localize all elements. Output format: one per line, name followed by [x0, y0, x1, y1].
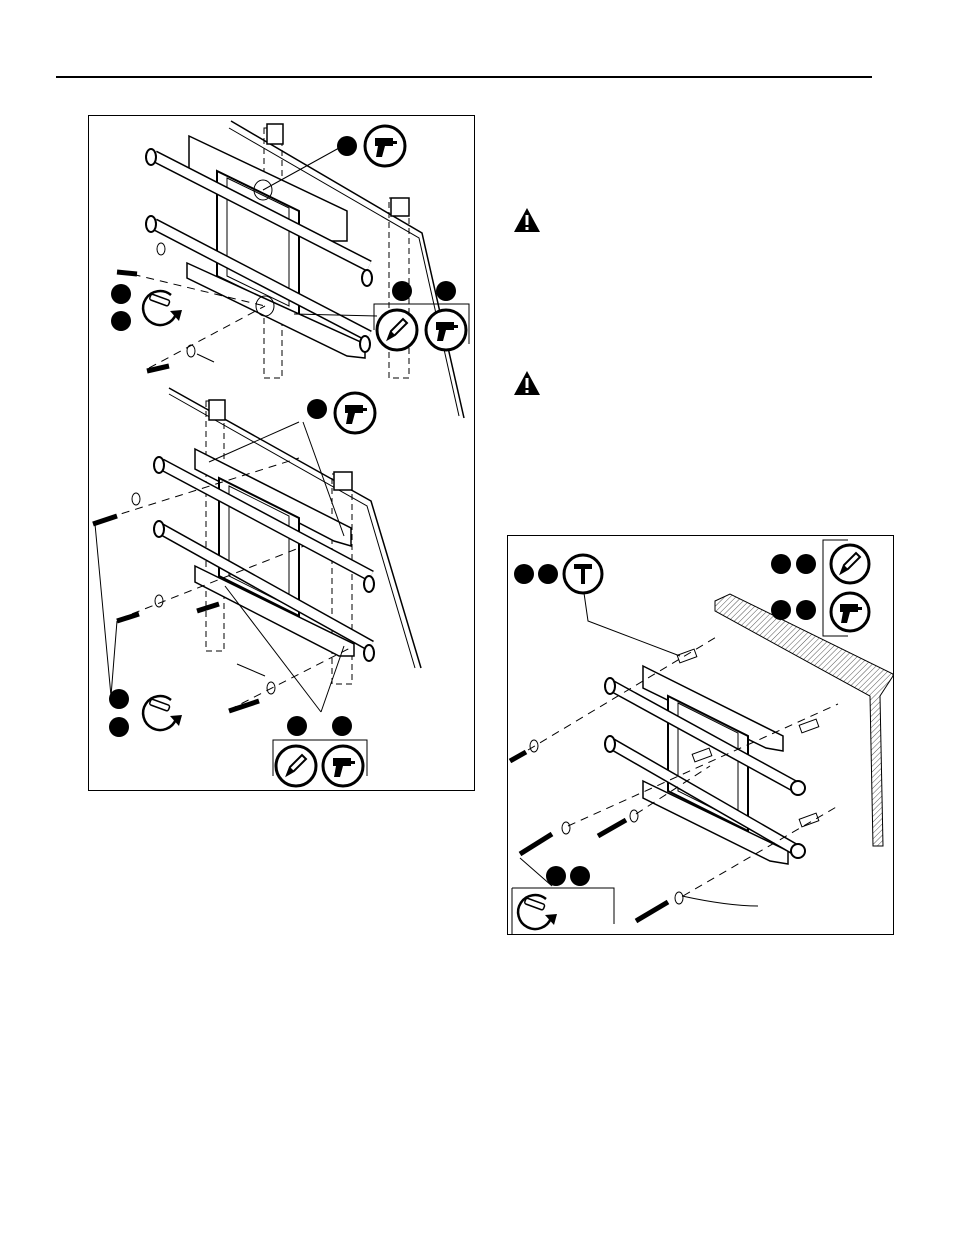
figure-wood-stud-mount — [88, 115, 475, 791]
pencil-icon — [276, 746, 316, 786]
warning-icon — [513, 370, 541, 396]
wood-stud-illustration — [89, 116, 474, 790]
ratchet-wrench-icon — [518, 895, 557, 929]
drill-icon — [426, 310, 466, 350]
warning-icon — [513, 207, 541, 233]
ratchet-wrench-icon — [143, 291, 182, 325]
concrete-wall-illustration — [508, 536, 893, 934]
drill-icon — [323, 746, 363, 786]
header-rule — [56, 76, 872, 78]
ratchet-wrench-icon — [143, 696, 182, 730]
stage-one-drawing — [117, 121, 464, 418]
drill-icon — [335, 393, 375, 433]
stage-two-drawing — [93, 388, 421, 712]
hammer-icon — [564, 555, 602, 593]
pencil-icon — [377, 310, 417, 350]
drill-icon — [831, 593, 869, 631]
pencil-icon — [831, 545, 869, 583]
drill-icon — [365, 126, 405, 166]
figure-concrete-wall-mount — [507, 535, 894, 935]
